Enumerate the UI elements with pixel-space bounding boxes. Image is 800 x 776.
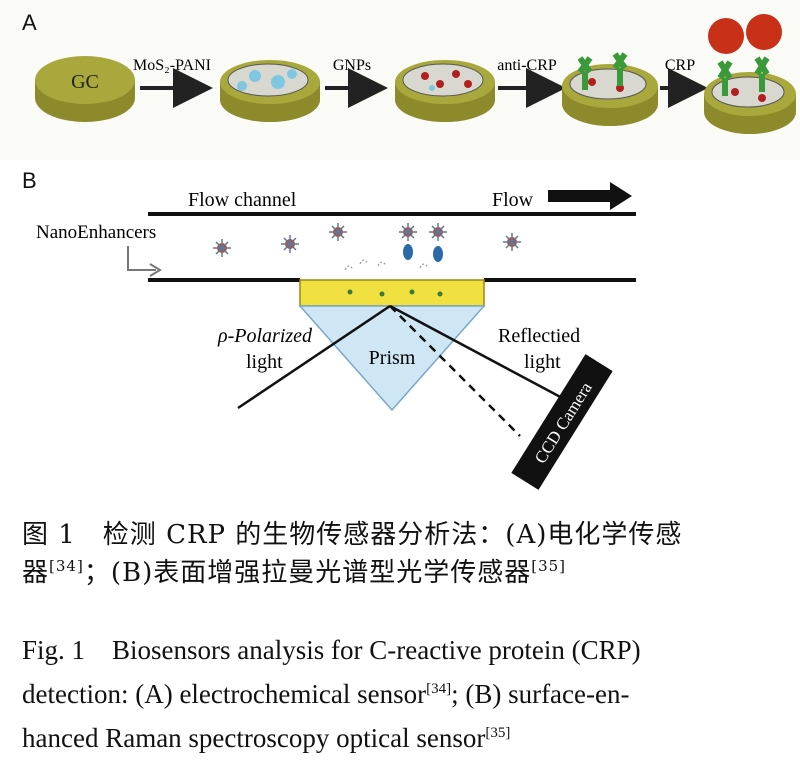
caption-english: Fig. 1 Biosensors analysis for C-reactiv…	[22, 628, 782, 760]
panel-b-diagram: Flow channel Flow NanoEnhancers Prism	[36, 182, 636, 490]
gc-electrode: GC	[35, 56, 135, 122]
flow-arrow-icon	[548, 182, 632, 210]
electrode-crp-bound	[704, 14, 796, 134]
caption-cn-line2: 器[34]；(B)表面增强拉曼光谱型光学传感器[35]	[22, 557, 567, 588]
reflected-light-ray	[389, 304, 567, 402]
electrode-gnps	[395, 60, 495, 122]
ccd-camera: CCD Camera	[511, 354, 613, 490]
nanoparticles	[213, 223, 521, 271]
panel-b-sers-sensor: B Flow channel Flow NanoEnhancers	[0, 160, 800, 500]
caption-en-ref-34: [34]	[426, 681, 452, 697]
caption-en-ref-35: [35]	[485, 725, 511, 741]
step-label-anti-crp: anti-CRP	[497, 57, 557, 74]
electrode-anti-crp	[562, 52, 658, 126]
caption-chinese: 图 1 检测 CRP 的生物传感器分析法：(A)电化学传感 器[34]；(B)表…	[22, 516, 782, 592]
caption-en-line2: detection: (A) electrochemical sensor[34…	[22, 679, 630, 709]
nanoenhancers-label: NanoEnhancers	[36, 222, 156, 243]
panel-a-label: A	[22, 10, 37, 35]
caption-cn-line1: 图 1 检测 CRP 的生物传感器分析法：(A)电化学传感	[22, 520, 683, 550]
caption-cn-ref-35: [35]	[531, 557, 567, 575]
caption-en-line3: hanced Raman spectroscopy optical sensor…	[22, 723, 511, 753]
flow-channel-label: Flow channel	[188, 189, 297, 211]
nanoenhancers-pointer	[127, 246, 156, 271]
step-label-gnps: GNPs	[333, 57, 371, 74]
scattered-light-ray	[389, 305, 521, 437]
prism-label: Prism	[369, 347, 416, 369]
polarized-light-label-2: light	[246, 351, 283, 373]
caption-en-line1: Fig. 1 Biosensors analysis for C-reactiv…	[22, 635, 641, 665]
polarized-light-label-1: ρ-Polarized	[217, 325, 313, 347]
electrode-mos2-pani	[220, 60, 320, 122]
panel-b-label: B	[22, 168, 37, 193]
incident-light-ray	[237, 304, 391, 410]
step-label-crp: CRP	[665, 57, 695, 74]
caption-cn-ref-34: [34]	[49, 557, 84, 575]
gc-label: GC	[71, 71, 99, 93]
panel-a-electrochemical-sensor: A GC MoS₂-PANI GNPs	[0, 0, 800, 160]
panel-a-diagram: GC MoS₂-PANI GNPs	[35, 14, 796, 134]
reflected-light-label-1: Reflectied	[498, 325, 580, 347]
sensor-chip	[299, 279, 485, 307]
reflected-light-label-2: light	[524, 351, 561, 373]
flow-label: Flow	[492, 189, 534, 211]
step-label-mos2-pani: MoS₂-PANI	[133, 57, 211, 74]
